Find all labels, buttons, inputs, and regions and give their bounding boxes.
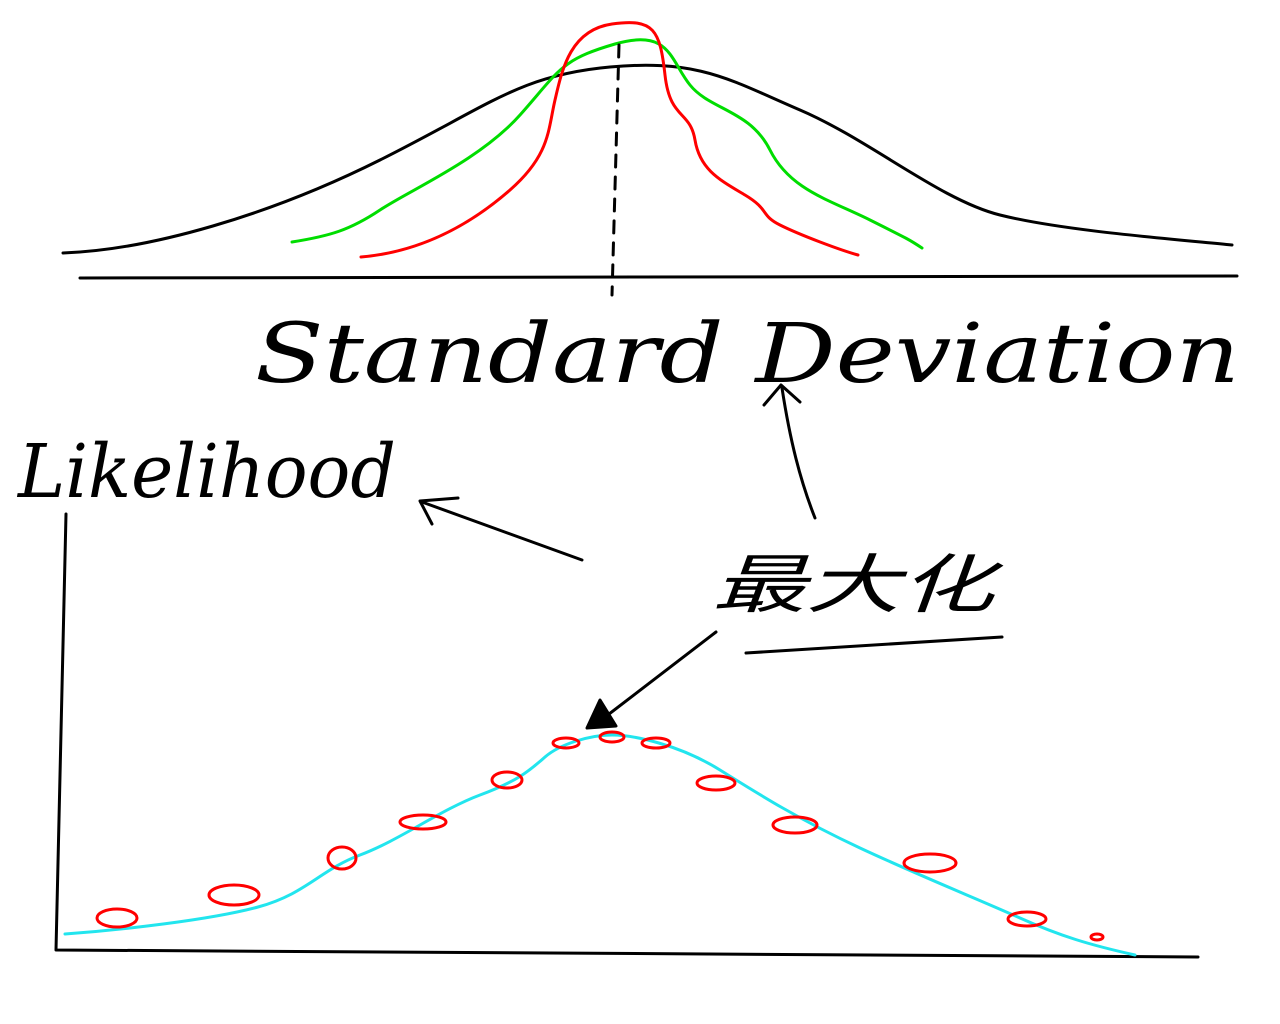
wide-curve [61, 63, 1234, 255]
arrow-to-std-dev-head [762, 383, 802, 407]
data-point [95, 907, 139, 929]
data-point [771, 815, 819, 835]
data-point [640, 736, 672, 750]
mean-dashed-line [610, 43, 621, 297]
fit-curve [63, 733, 1137, 957]
arrow-to-likelihood-head [418, 496, 460, 526]
data-point [1006, 910, 1048, 928]
data-point [326, 845, 358, 871]
arrow-to-std-dev [780, 386, 817, 520]
data-point [1089, 932, 1105, 942]
arrow-to-likelihood [420, 500, 584, 562]
data-point [398, 813, 448, 831]
medium-curve [290, 38, 924, 250]
maximize-label: 最大化 [712, 549, 1004, 623]
bottom-plot [54, 512, 1200, 959]
data-point [902, 852, 958, 874]
arrow-to-peak [594, 630, 718, 726]
data-point [598, 730, 626, 744]
data-point [207, 883, 261, 907]
top-baseline [78, 274, 1239, 280]
standard-deviation-label: Standard Deviation [255, 307, 1240, 402]
maximize-underline [744, 635, 1004, 655]
bottom-axes [54, 512, 1200, 959]
data-points [95, 730, 1105, 942]
arrow-to-peak-head [585, 698, 618, 730]
data-point [695, 774, 737, 792]
top-distributions [61, 21, 1239, 297]
annotation-arrows [418, 383, 817, 730]
data-point [551, 736, 581, 750]
data-point [490, 770, 524, 790]
narrow-curve [359, 21, 860, 259]
likelihood-label: Likelihood [16, 429, 396, 515]
